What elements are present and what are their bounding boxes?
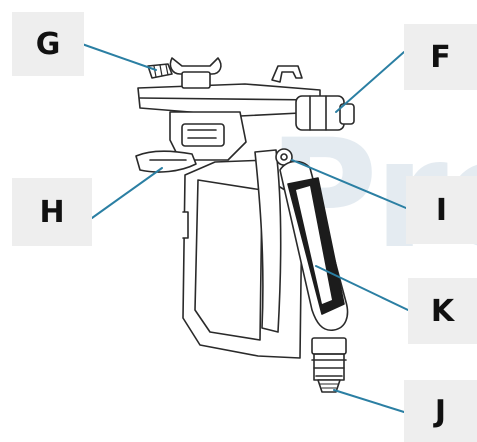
rail-ridge [139,97,321,101]
nozzle-thread [153,64,169,78]
gun-body-inner [194,179,263,341]
leader-line-g [81,43,157,71]
trigger [254,149,282,333]
leader-line-i [291,159,407,209]
swivel-fitting [317,379,341,393]
manifold-window [181,123,225,147]
leader-line-j [333,389,405,413]
valve-rings [309,95,327,131]
swivel-threads [311,359,347,377]
swivel-nut [311,337,347,355]
label-g: G [12,12,84,76]
label-h: H [12,178,92,246]
manifold-slot [187,129,217,139]
leader-line-h [91,167,163,219]
trigger-guard [135,150,197,173]
leader-line-f [335,51,405,113]
label-j: J [404,380,477,442]
pivot-pin-center [280,153,288,161]
swivel-fitting-threads [319,383,339,389]
body-clip [182,211,189,239]
rear-hook [271,65,303,83]
label-k: K [408,278,477,344]
tip-body [181,71,211,89]
rear-valve [295,95,345,131]
valve-cap [339,103,355,125]
label-f: F [404,24,477,90]
leader-line-k [315,265,409,311]
label-i: I [406,176,477,244]
handle-grip-highlight [296,186,332,304]
tip-guard [169,57,222,75]
